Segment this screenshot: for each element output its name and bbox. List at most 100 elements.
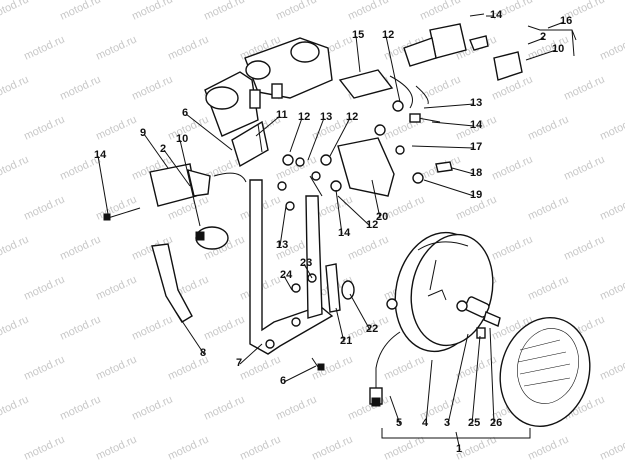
watermark-text: motod.ru [202, 393, 246, 422]
watermark-text: motod.ru [130, 0, 174, 23]
leader-line [425, 359, 433, 425]
callout-2: 2 [540, 31, 546, 43]
watermark-text: motod.ru [94, 113, 138, 142]
leader-line [329, 117, 351, 157]
watermark-text: motod.ru [526, 193, 570, 222]
watermark-text: motod.ru [346, 393, 390, 422]
watermark-text: motod.ru [0, 313, 31, 342]
watermark-text: motod.ru [598, 353, 625, 382]
callout-14: 14 [490, 9, 503, 21]
watermark-text: motod.ru [526, 433, 570, 462]
leader-line [143, 133, 169, 169]
screw-14-mid [409, 113, 441, 123]
callout-3: 3 [444, 417, 450, 429]
callout-12: 12 [298, 111, 310, 123]
bracket-15 [338, 69, 429, 112]
watermark-text: motod.ru [562, 233, 606, 262]
watermark-text: motod.ru [202, 313, 246, 342]
watermark-text: motod.ru [58, 233, 102, 262]
clamp-21-22 [291, 263, 355, 313]
leader-line [335, 307, 345, 343]
watermark-text: motod.ru [22, 193, 66, 222]
callout-13: 13 [470, 97, 482, 109]
watermark-text: motod.ru [22, 353, 66, 382]
callout-14: 14 [338, 227, 351, 239]
watermark-text: motod.ru [382, 193, 426, 222]
callout-14: 14 [94, 149, 107, 161]
leader-line [355, 35, 361, 73]
watermark-text: motod.ru [346, 233, 390, 262]
watermark-text: motod.ru [94, 193, 138, 222]
headlight-housing [394, 231, 494, 353]
callout-16: 16 [560, 15, 572, 27]
headlight-wire-connector [369, 331, 401, 407]
callout-12: 12 [346, 111, 358, 123]
headlight-lens [499, 316, 591, 428]
watermark-text: motod.ru [22, 33, 66, 62]
watermark-text: motod.ru [0, 233, 31, 262]
watermark-text: motod.ru [418, 0, 462, 23]
instrument-cluster [204, 37, 333, 137]
callout-14: 14 [470, 119, 483, 131]
bracket-16 [527, 25, 577, 57]
watermark-text: motod.ru [562, 153, 606, 182]
callout-12: 12 [382, 29, 394, 41]
callout-26: 26 [490, 417, 502, 429]
watermark-text: motod.ru [598, 113, 625, 142]
leader-line [431, 121, 475, 127]
watermark-text: motod.ru [22, 433, 66, 462]
watermark-text: motod.ru [598, 33, 625, 62]
callout-9: 9 [140, 127, 146, 139]
leader-line [489, 327, 495, 425]
watermark-text: motod.ru [490, 233, 534, 262]
callout-6: 6 [280, 375, 286, 387]
leader-line [423, 103, 475, 109]
leader-line [185, 113, 233, 151]
indicator-left [149, 163, 247, 250]
leader-line [179, 139, 201, 227]
watermark-text: motod.ru [598, 193, 625, 222]
watermark-text: motod.ru [202, 0, 246, 23]
leader-line [423, 179, 475, 197]
leader-line [303, 263, 313, 279]
watermark-text: motod.ru [58, 73, 102, 102]
callout-10: 10 [552, 43, 564, 55]
leader-line [255, 115, 281, 137]
callout-4: 4 [422, 417, 429, 429]
leader-lines [97, 15, 577, 451]
leader-line [283, 275, 293, 291]
callout-20: 20 [376, 211, 388, 223]
watermark-text: motod.ru [94, 273, 138, 302]
bracket-1 [381, 428, 531, 439]
headlight-stay-7 [249, 179, 334, 371]
watermark-text: motod.ru [490, 73, 534, 102]
leader-line [335, 189, 343, 235]
callout-8: 8 [200, 347, 206, 359]
watermark-text: motod.ru [310, 353, 354, 382]
watermark-text: motod.ru [166, 433, 210, 462]
watermark-text: motod.ru [0, 73, 31, 102]
watermark-text: motod.ru [130, 73, 174, 102]
callout-25: 25 [468, 417, 480, 429]
watermark-text: motod.ru [58, 0, 102, 23]
leader-line [97, 155, 109, 215]
leader-line [283, 365, 317, 383]
screw-14-left [103, 207, 141, 221]
leader-line [389, 395, 401, 425]
leader-line [337, 195, 371, 227]
watermark-text: motod.ru [58, 313, 102, 342]
screw-25 [476, 327, 486, 339]
leader-line [279, 205, 287, 247]
bracket-20 [337, 124, 453, 197]
watermark-text: motod.ru [346, 0, 390, 23]
watermark-text: motod.ru [526, 113, 570, 142]
callout-11: 11 [276, 109, 288, 121]
watermark-text: motod.ru [94, 33, 138, 62]
watermark-text: motod.ru [130, 313, 174, 342]
leader-line [175, 311, 205, 355]
callout-1: 1 [456, 443, 462, 455]
callout-13: 13 [320, 111, 332, 123]
